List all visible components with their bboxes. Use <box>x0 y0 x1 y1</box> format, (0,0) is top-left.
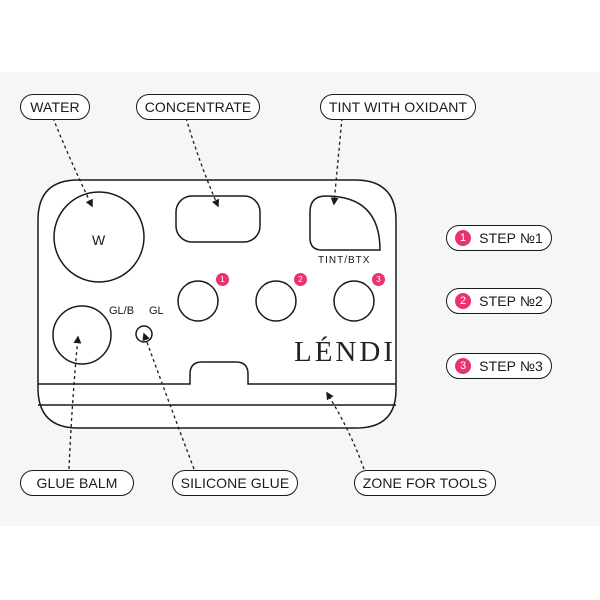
concentrate-pointer <box>185 117 220 208</box>
step-3-label: 3 STEP №3 <box>446 353 552 379</box>
step-well-badge-2: 2 <box>294 273 307 286</box>
gl-b-label: GL/B <box>109 305 135 317</box>
glue-balm-label: GLUE BALM <box>20 470 134 496</box>
water-well-label: W <box>92 232 106 248</box>
step-well-2 <box>255 280 297 322</box>
silicone-glue-label: SILICONE GLUE <box>172 470 298 496</box>
step-text: STEP №1 <box>479 230 543 246</box>
step-well-1 <box>177 280 219 322</box>
step-number-badge: 1 <box>455 230 472 246</box>
water-label: WATER <box>20 94 90 120</box>
step-text: STEP №2 <box>479 293 543 309</box>
tint-with-oxidant-label: TINT WITH OXIDANT <box>320 94 476 120</box>
silicone-glue-pointer <box>142 332 195 470</box>
step-well-badge-3: 3 <box>372 273 385 286</box>
gl-label: GL <box>149 305 164 317</box>
glue-balm-pointer <box>68 335 82 470</box>
water-well <box>53 191 145 283</box>
water-pointer <box>52 117 93 208</box>
lendi-logo: LÉNDI <box>294 336 396 368</box>
concentrate-well <box>175 195 261 243</box>
palette-outline <box>37 179 397 429</box>
tint-btx-label: TINT/BTX <box>318 255 371 266</box>
zone-for-tools-label: ZONE FOR TOOLS <box>354 470 496 496</box>
concentrate-label: CONCENTRATE <box>136 94 260 120</box>
step-2-label: 2 STEP №2 <box>446 288 552 314</box>
step-well-badge-1: 1 <box>216 273 229 286</box>
glue-balm-well <box>52 305 112 365</box>
step-well-3 <box>333 280 375 322</box>
tint-pointer <box>330 117 343 206</box>
step-text: STEP №3 <box>479 358 543 374</box>
step-number-badge: 3 <box>455 358 472 374</box>
step-1-label: 1 STEP №1 <box>446 225 552 251</box>
step-number-badge: 2 <box>455 293 472 309</box>
silicone-glue-well <box>135 325 153 343</box>
zone-pointer <box>326 391 365 470</box>
tool-zone-lines <box>38 361 396 406</box>
tint-well <box>309 195 381 251</box>
